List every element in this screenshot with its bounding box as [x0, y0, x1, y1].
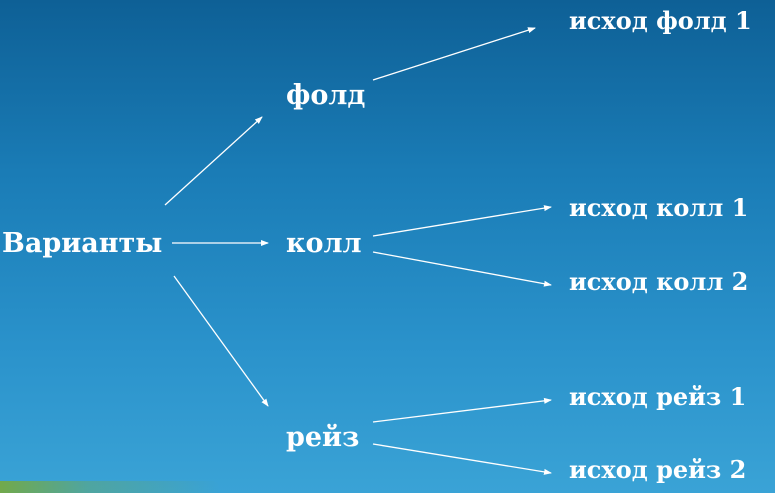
edge-call-to-outcome-2	[372, 251, 552, 287]
outcome-call-1-label: исход колл 1	[569, 193, 749, 222]
action-fold-label: фолд	[286, 80, 366, 111]
action-raise-label: рейз	[286, 422, 360, 453]
outcome-call-2-label: исход колл 2	[569, 267, 749, 296]
edge-raise-to-outcome-1	[372, 397, 552, 423]
action-call-label: колл	[286, 228, 362, 259]
edge-raise-to-outcome-2	[372, 443, 552, 475]
edge-call-to-outcome-1	[372, 205, 552, 237]
outcome-raise-2-label: исход рейз 2	[569, 455, 747, 484]
edge-root-to-raise	[173, 275, 269, 407]
outcome-fold-1-label: исход фолд 1	[569, 6, 752, 35]
root-node-label: Варианты	[2, 228, 163, 259]
outcome-raise-1-label: исход рейз 1	[569, 382, 747, 411]
edge-fold-to-outcome-1	[372, 27, 536, 81]
edge-root-to-fold	[164, 116, 263, 206]
decorative-corner-strip	[0, 481, 220, 493]
